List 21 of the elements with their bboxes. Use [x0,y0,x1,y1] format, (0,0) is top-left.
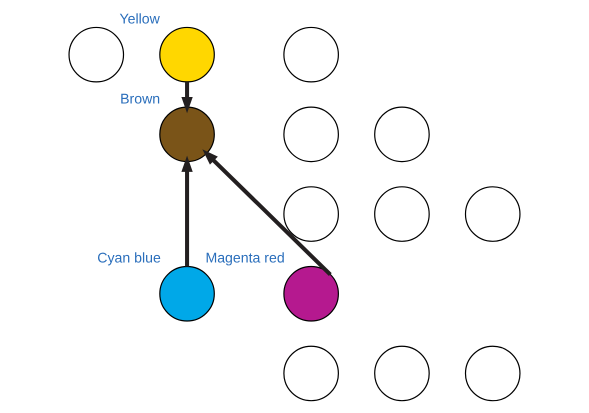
node-circle [283,346,339,402]
node-circle [374,186,430,242]
node-circle [159,26,215,83]
node-circle [374,106,430,162]
node-circle [374,346,430,402]
arrow [181,156,193,267]
node-circle [464,346,521,402]
node-label: Yellow [120,10,160,27]
node-label: Cyan blue [97,250,161,266]
arrow [202,149,332,276]
node-circle [283,186,339,242]
node-circle [464,186,521,242]
arrow [181,82,193,114]
node-circle [159,266,215,322]
node-circle [283,26,339,83]
node-label: Magenta red [205,250,285,266]
node-circle [283,106,339,162]
node-circle [68,26,124,83]
node-circle [159,106,215,162]
node-label: Brown [120,90,160,106]
node-circle [283,266,339,322]
